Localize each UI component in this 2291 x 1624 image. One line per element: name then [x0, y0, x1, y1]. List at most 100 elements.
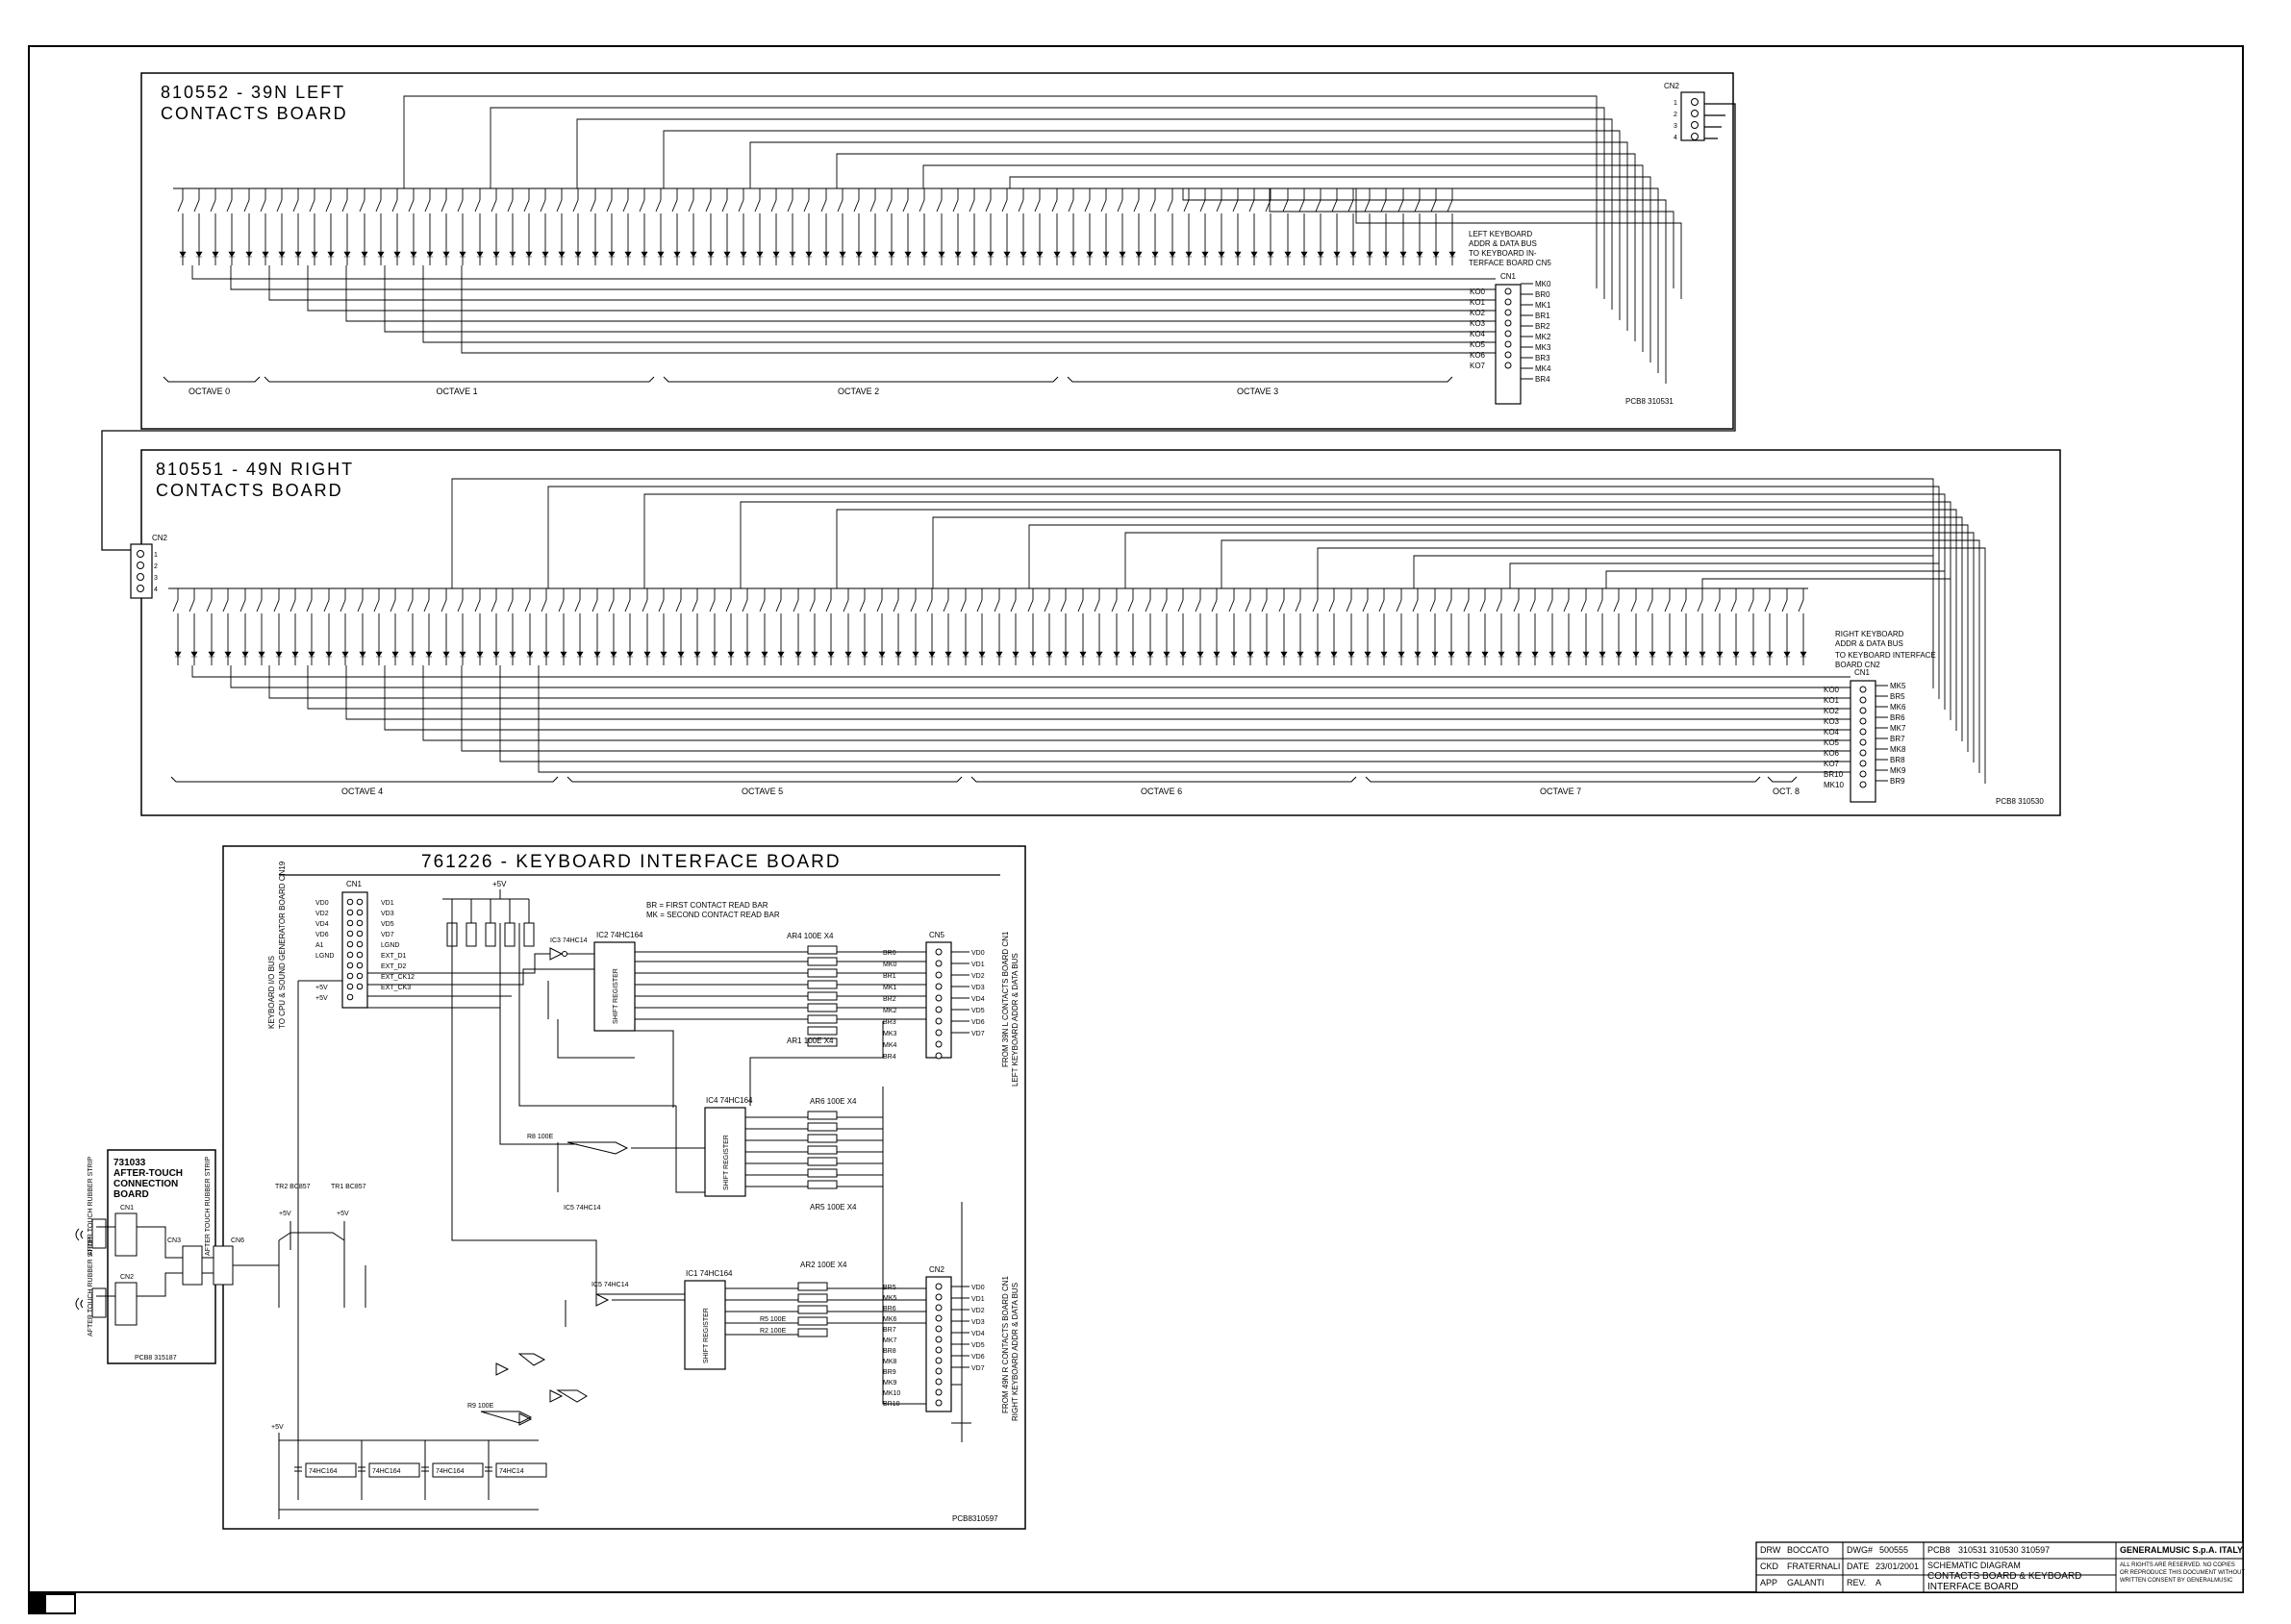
right-key-switch — [1161, 588, 1168, 652]
right-key-switch — [423, 588, 430, 652]
tb-rights-2: OR REPRODUCE THIS DOCUMENT WITHOUT — [2120, 1570, 2246, 1576]
right-key-diode — [743, 651, 751, 658]
left-key-diode — [1070, 251, 1077, 258]
aftertouch-connection-board: 731033 AFTER-TOUCH CONNECTION BOARD CN1 … — [75, 1149, 366, 1364]
bypass-ic — [368, 1462, 420, 1478]
right-key-diode — [978, 651, 986, 658]
left-key-diode — [1317, 251, 1324, 258]
right-key-switch — [1060, 588, 1067, 652]
left-key-switch — [193, 188, 200, 252]
right-key-switch — [709, 588, 716, 652]
right-key-diode — [1599, 651, 1606, 658]
cn5-vd-label: VD7 — [971, 1031, 985, 1037]
left-key-switch — [1149, 188, 1156, 252]
right-key-switch — [759, 588, 766, 652]
cn5-signal: MK0 — [883, 962, 897, 968]
ar5-label: AR5 100E X4 — [810, 1203, 857, 1212]
right-key-switch — [809, 588, 816, 652]
right-key-diode — [1465, 651, 1473, 658]
right-key-switch — [692, 588, 698, 652]
right-key-diode — [711, 651, 718, 658]
cn2-signal: MK8 — [883, 1359, 897, 1365]
right-cn1-signal: BR10 — [1824, 770, 1844, 779]
left-cn1-signal: BR3 — [1535, 354, 1550, 362]
ic2-function: SHIFT REGISTER — [613, 968, 619, 1024]
interface-cn1-signal: LGND — [381, 942, 399, 949]
left-key-switch — [1298, 188, 1305, 252]
right-key-switch — [1378, 588, 1385, 652]
right-key-diode — [1565, 651, 1573, 658]
left-key-switch — [556, 188, 563, 252]
left-key-switch — [1282, 188, 1289, 252]
cn5-signal: MK1 — [883, 985, 897, 991]
interface-cn1-signal: EXT_CK12 — [381, 974, 415, 981]
right-key-diode — [1699, 651, 1706, 658]
interface-side-label-2: TO CPU & SOUND GENERATOR BOARD CN19 — [278, 861, 287, 1029]
interface-cn1-signal: LGND — [315, 953, 334, 960]
right-key-switch — [1228, 588, 1235, 652]
right-key-switch — [256, 588, 263, 652]
interface-cn1-signal: VD6 — [315, 932, 329, 938]
left-key-diode — [311, 251, 318, 258]
left-key-switch — [1068, 188, 1074, 252]
left-key-switch — [1117, 188, 1123, 252]
right-key-switch — [441, 588, 447, 652]
decoupling-supply: +5V — [271, 1424, 284, 1431]
right-key-diode — [1448, 651, 1455, 658]
left-board-title-1: 810552 - 39N LEFT — [161, 83, 345, 102]
right-key-switch — [1730, 588, 1737, 652]
right-key-diode — [1548, 651, 1556, 658]
cn5-side-label-1: FROM 39N L CONTACTS BOARD CN1 — [1001, 931, 1010, 1067]
left-key-diode — [1300, 251, 1308, 258]
left-key-diode — [1333, 251, 1341, 258]
left-key-switch — [671, 188, 678, 252]
aftertouch-cn1-label: CN1 — [120, 1205, 134, 1212]
left-key-switch — [869, 188, 876, 252]
left-key-diode — [492, 251, 500, 258]
cn2-vd-label: VD2 — [971, 1308, 985, 1314]
cn5-vd-label: VD4 — [971, 996, 985, 1003]
tb-desc-1: CONTACTS BOARD & KEYBOARD — [1927, 1571, 2082, 1582]
right-key-switch — [491, 588, 497, 652]
right-cn1-signal: BR6 — [1890, 713, 1905, 722]
left-key-switch — [1331, 188, 1338, 252]
right-key-diode — [1314, 651, 1322, 658]
right-key-switch — [1714, 588, 1721, 652]
right-cn1-signal: KO1 — [1824, 696, 1840, 705]
ic3-inverter — [549, 947, 564, 961]
left-key-diode — [608, 251, 616, 258]
cn2-signal: MK9 — [883, 1380, 897, 1387]
right-octave-label: OCTAVE 4 — [341, 787, 383, 796]
right-key-diode — [794, 651, 802, 658]
interface-cn1-signal: VD5 — [381, 921, 394, 928]
cn2-vd-label: VD6 — [971, 1354, 985, 1361]
array-resistor — [797, 1282, 828, 1291]
left-cn1-signal: MK2 — [1535, 333, 1551, 341]
right-key-switch — [1680, 588, 1687, 652]
inverter-gate — [495, 1362, 510, 1376]
pullup-resistor — [523, 922, 535, 947]
left-key-switch — [1248, 188, 1255, 252]
right-key-switch — [1346, 588, 1352, 652]
right-key-switch — [1010, 588, 1017, 652]
array-resistor — [797, 1305, 828, 1314]
left-key-diode — [327, 251, 335, 258]
r2-label: R2 100E — [760, 1328, 787, 1335]
interface-cn1-signal: VD1 — [381, 900, 394, 907]
array-resistor — [807, 1026, 838, 1036]
right-key-switch — [1664, 588, 1671, 652]
right-key-diode — [677, 651, 685, 658]
right-key-diode — [241, 651, 249, 658]
left-key-diode — [756, 251, 764, 258]
left-board-key-contacts — [173, 187, 1457, 265]
left-key-diode — [592, 251, 599, 258]
left-board-bus-lines — [191, 95, 1682, 384]
aftertouch-cn6-label: CN6 — [231, 1237, 244, 1244]
left-key-switch — [341, 188, 348, 252]
tb-company: GENERALMUSIC S.p.A. ITALY — [2120, 1545, 2244, 1555]
aftertouch-pcb-label: PCB8 315187 — [135, 1355, 177, 1362]
right-key-switch — [642, 588, 648, 652]
left-cn2-pin: 2 — [1674, 112, 1677, 118]
right-key-switch — [1563, 588, 1570, 652]
